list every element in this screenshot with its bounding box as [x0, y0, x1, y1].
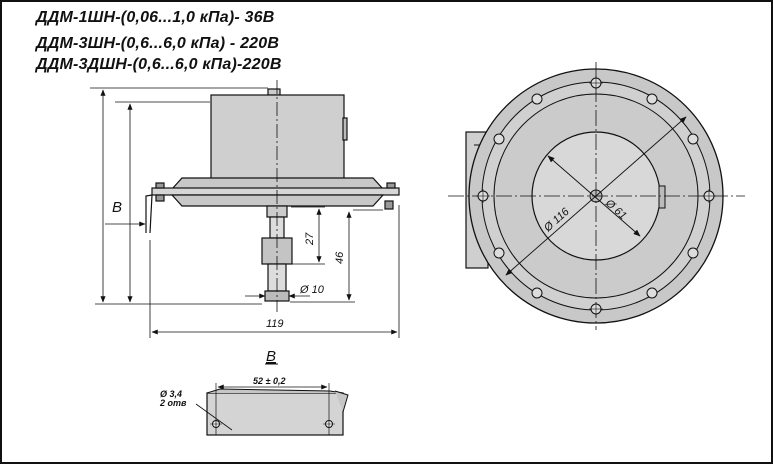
upper-dome: [170, 177, 385, 190]
title-line-2: ДДМ-3ШН-(0,6...6,0 кПа) - 220В: [36, 35, 280, 52]
lower-dome: [170, 194, 385, 207]
title-line-3: ДДМ-3ДШН-(0,6...6,0 кПа)-220В: [36, 56, 282, 73]
flange: [151, 187, 400, 196]
dim-46: 46: [334, 251, 346, 264]
view-marker-b: B: [112, 199, 122, 216]
hole-dim: Ø 3,4: [160, 389, 182, 399]
dim-10: Ø 10: [299, 284, 325, 296]
dim-52: 52 ± 0,2: [253, 376, 285, 386]
dim-27: 27: [304, 232, 316, 246]
dim-119: 119: [266, 318, 284, 330]
hole-count: 2 отв: [159, 398, 187, 408]
view-b-label: B: [266, 348, 276, 365]
side-view: [145, 80, 400, 312]
top-knob: [267, 88, 281, 96]
view-b-bracket: [195, 383, 349, 436]
housing: [210, 94, 345, 180]
title-line-1: ДДМ-1ШН-(0,06...1,0 кПа)- 36В: [36, 9, 275, 26]
